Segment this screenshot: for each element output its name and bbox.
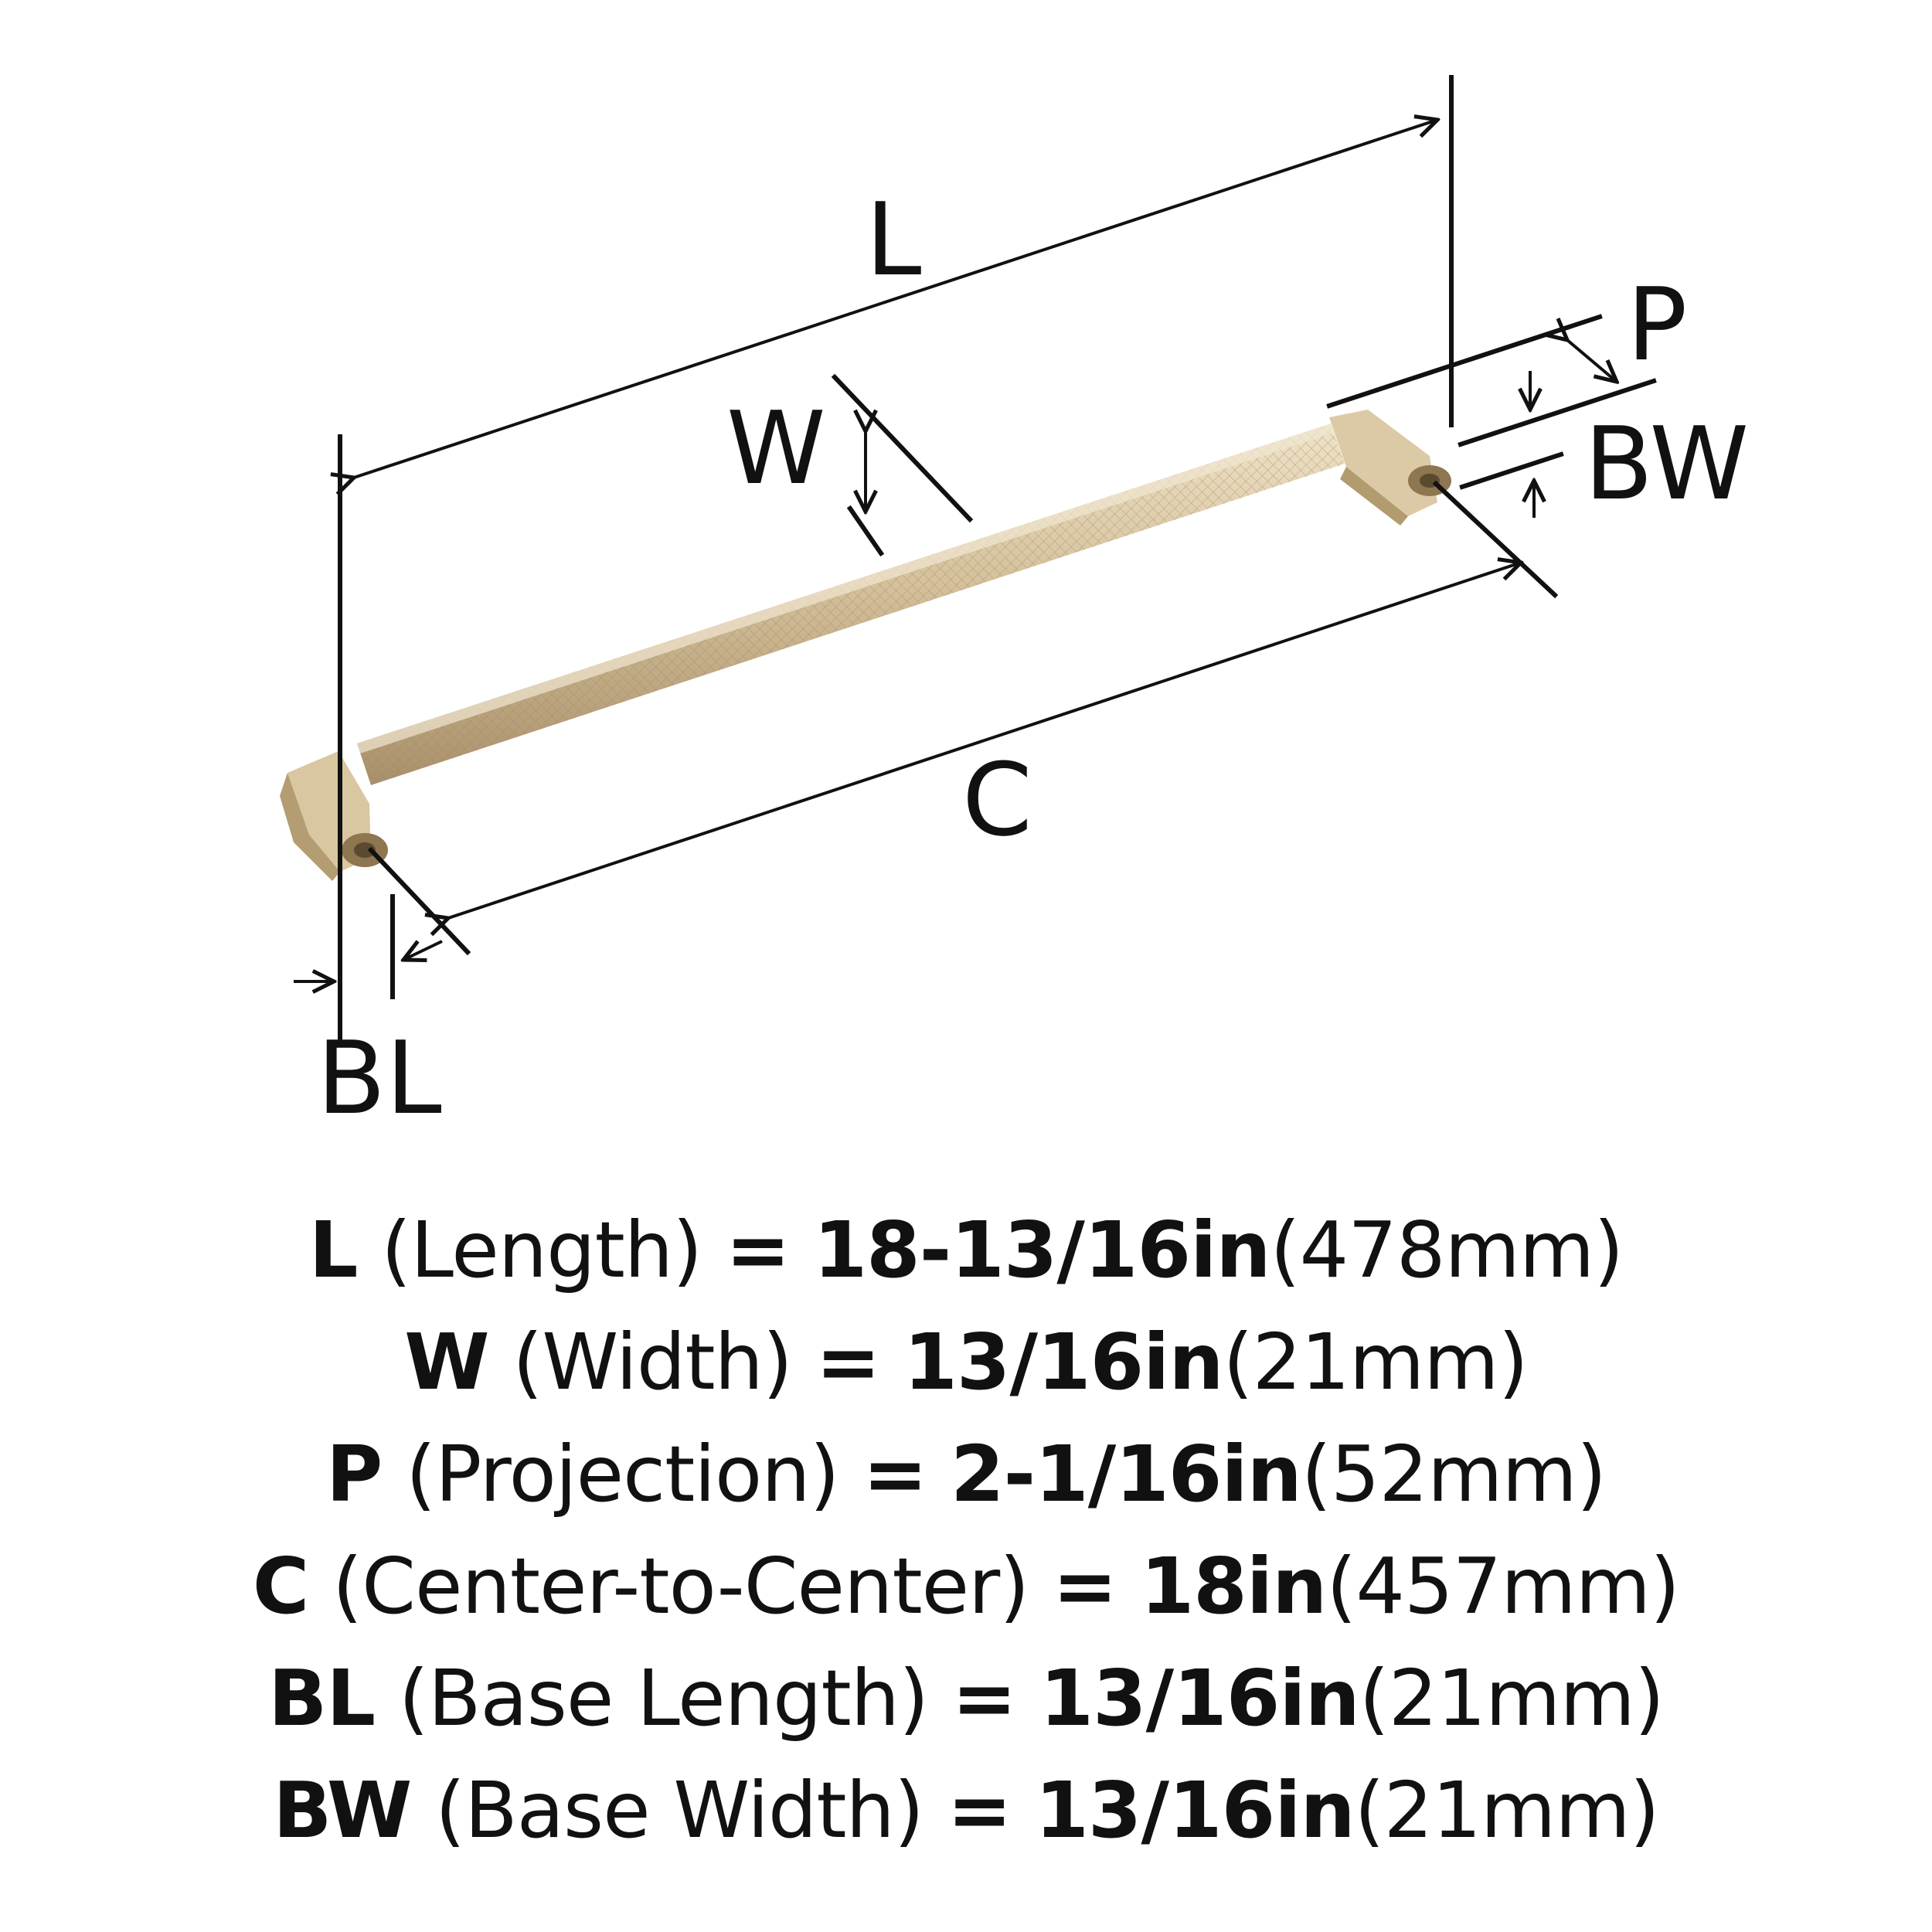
spec-equals: = [947,1765,1012,1855]
label-base-width: BW [1584,405,1749,522]
width-extension-line-upper [831,373,974,523]
spec-metric: (457mm) [1326,1541,1680,1631]
width-extension-line-lower [846,505,885,557]
spec-metric: (21mm) [1359,1653,1665,1743]
spec-equals: = [1053,1541,1117,1631]
spec-metric: (52mm) [1301,1429,1607,1519]
base-width-extension-line [1459,451,1564,490]
spec-name: (Width) [512,1317,793,1407]
spec-name: (Base Width) [435,1765,924,1855]
handle-bar [357,423,1345,785]
projection-extension-line-lower [1458,378,1657,447]
spec-name: (Length) [381,1205,702,1295]
left-post [280,751,388,881]
spec-imperial: 13/16in [903,1317,1223,1407]
spec-equals: = [725,1205,791,1295]
spec-imperial: 18-13/16in [813,1205,1271,1295]
base-length-arrow-right [403,940,443,960]
spec-equals: = [951,1653,1017,1743]
spec-key: BW [273,1765,412,1855]
projection-extension-line-upper [1326,314,1603,409]
spec-key: L [308,1205,359,1295]
spec-row-width: W (Width) = 13/16in(21mm) [0,1306,1932,1418]
spec-metric: (21mm) [1354,1765,1660,1855]
spec-imperial: 2-1/16in [951,1429,1302,1519]
spec-row-projection: P (Projection) = 2-1/16in(52mm) [0,1418,1932,1530]
spec-key: P [326,1429,383,1519]
length-dimension-line [354,120,1437,478]
spec-name: (Base Length) [398,1653,929,1743]
label-center-to-center: C [962,741,1032,859]
spec-row-center-to-center: C (Center-to-Center) = 18in(457mm) [0,1530,1932,1642]
spec-row-length: L (Length) = 18-13/16in(478mm) [0,1194,1932,1306]
center-dimension-line [448,563,1521,918]
spec-name: (Projection) [406,1429,840,1519]
label-base-length: BL [317,1019,442,1137]
right-post [1329,410,1451,526]
spec-equals: = [815,1317,881,1407]
spec-imperial: 18in [1140,1541,1328,1631]
spec-row-base-width: BW (Base Width) = 13/16in(21mm) [0,1754,1932,1866]
projection-dimension-line [1567,340,1617,382]
spec-equals: = [862,1429,927,1519]
spec-row-base-length: BL (Base Length) = 13/16in(21mm) [0,1642,1932,1754]
spec-key: W [404,1317,489,1407]
spec-imperial: 13/16in [1035,1765,1355,1855]
dimension-labels: L W P BW C BL [317,181,1749,1137]
spec-metric: (478mm) [1270,1205,1624,1295]
label-length: L [866,181,921,298]
dimension-diagram: L W P BW C BL [280,75,1749,1137]
spec-key: C [252,1541,309,1631]
dimension-lines [294,75,1657,1046]
center-right-extension-line [1432,480,1559,599]
label-projection: P [1627,266,1687,383]
center-left-extension-line [367,846,471,956]
spec-metric: (21mm) [1223,1317,1529,1407]
spec-name: (Center-to-Center) [332,1541,1029,1631]
spec-imperial: 13/16in [1039,1653,1359,1743]
label-width: W [726,389,826,507]
spec-key: BL [268,1653,376,1743]
specifications-list: L (Length) = 18-13/16in(478mm) W (Width)… [0,1194,1932,1866]
